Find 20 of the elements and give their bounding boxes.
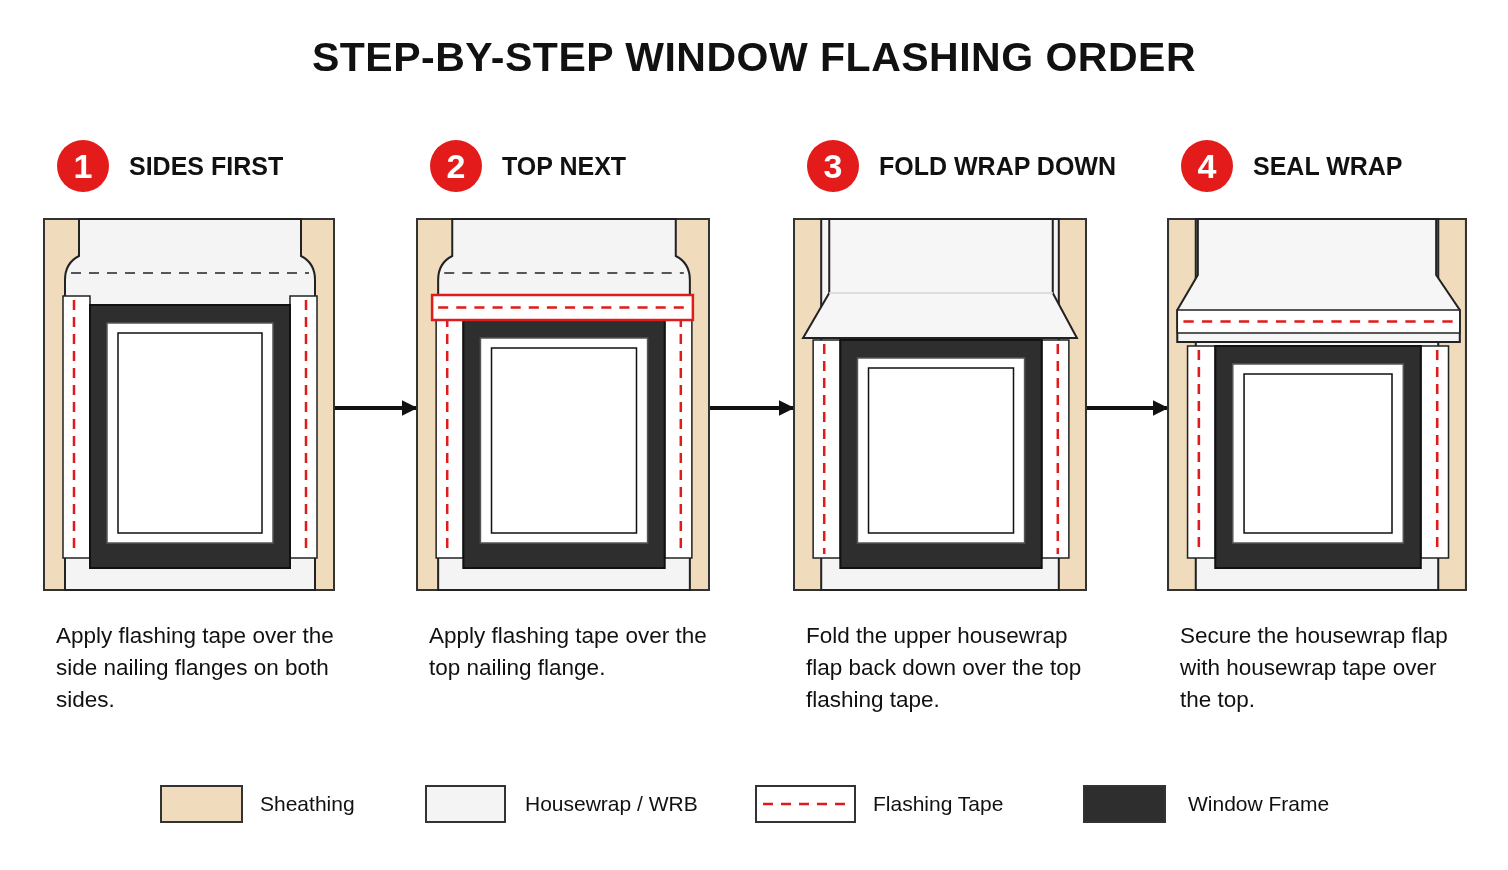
step-description: Fold the upper housewrap flap back down over the top flashing tape. [806, 622, 1083, 714]
arrow [710, 400, 795, 416]
arrow [1087, 400, 1169, 416]
step-number: 3 [807, 140, 859, 192]
step-number: 2 [430, 140, 482, 192]
step-heading: SEAL WRAP [1253, 152, 1403, 181]
step-description: Secure the housewrap flap with housewrap tape over the top. [1180, 622, 1449, 714]
legend-label: Window Frame [1188, 792, 1330, 816]
step-heading: TOP NEXT [502, 152, 627, 181]
step-number: 4 [1181, 140, 1233, 192]
arrow [335, 400, 418, 416]
legend-label: Sheathing [260, 792, 355, 816]
legend-label: Flashing Tape [873, 792, 1004, 816]
step-heading: SIDES FIRST [129, 152, 284, 181]
title: STEP-BY-STEP WINDOW FLASHING ORDER [310, 34, 1198, 81]
legend-label: Housewrap / WRB [525, 792, 698, 816]
step-description: Apply flashing tape over the side nailing flanges on both sides. [56, 622, 335, 714]
step-number: 1 [57, 140, 109, 192]
step-heading: FOLD WRAP DOWN [879, 152, 1116, 181]
step-description: Apply flashing tape over the top nailing flange. [429, 622, 708, 682]
